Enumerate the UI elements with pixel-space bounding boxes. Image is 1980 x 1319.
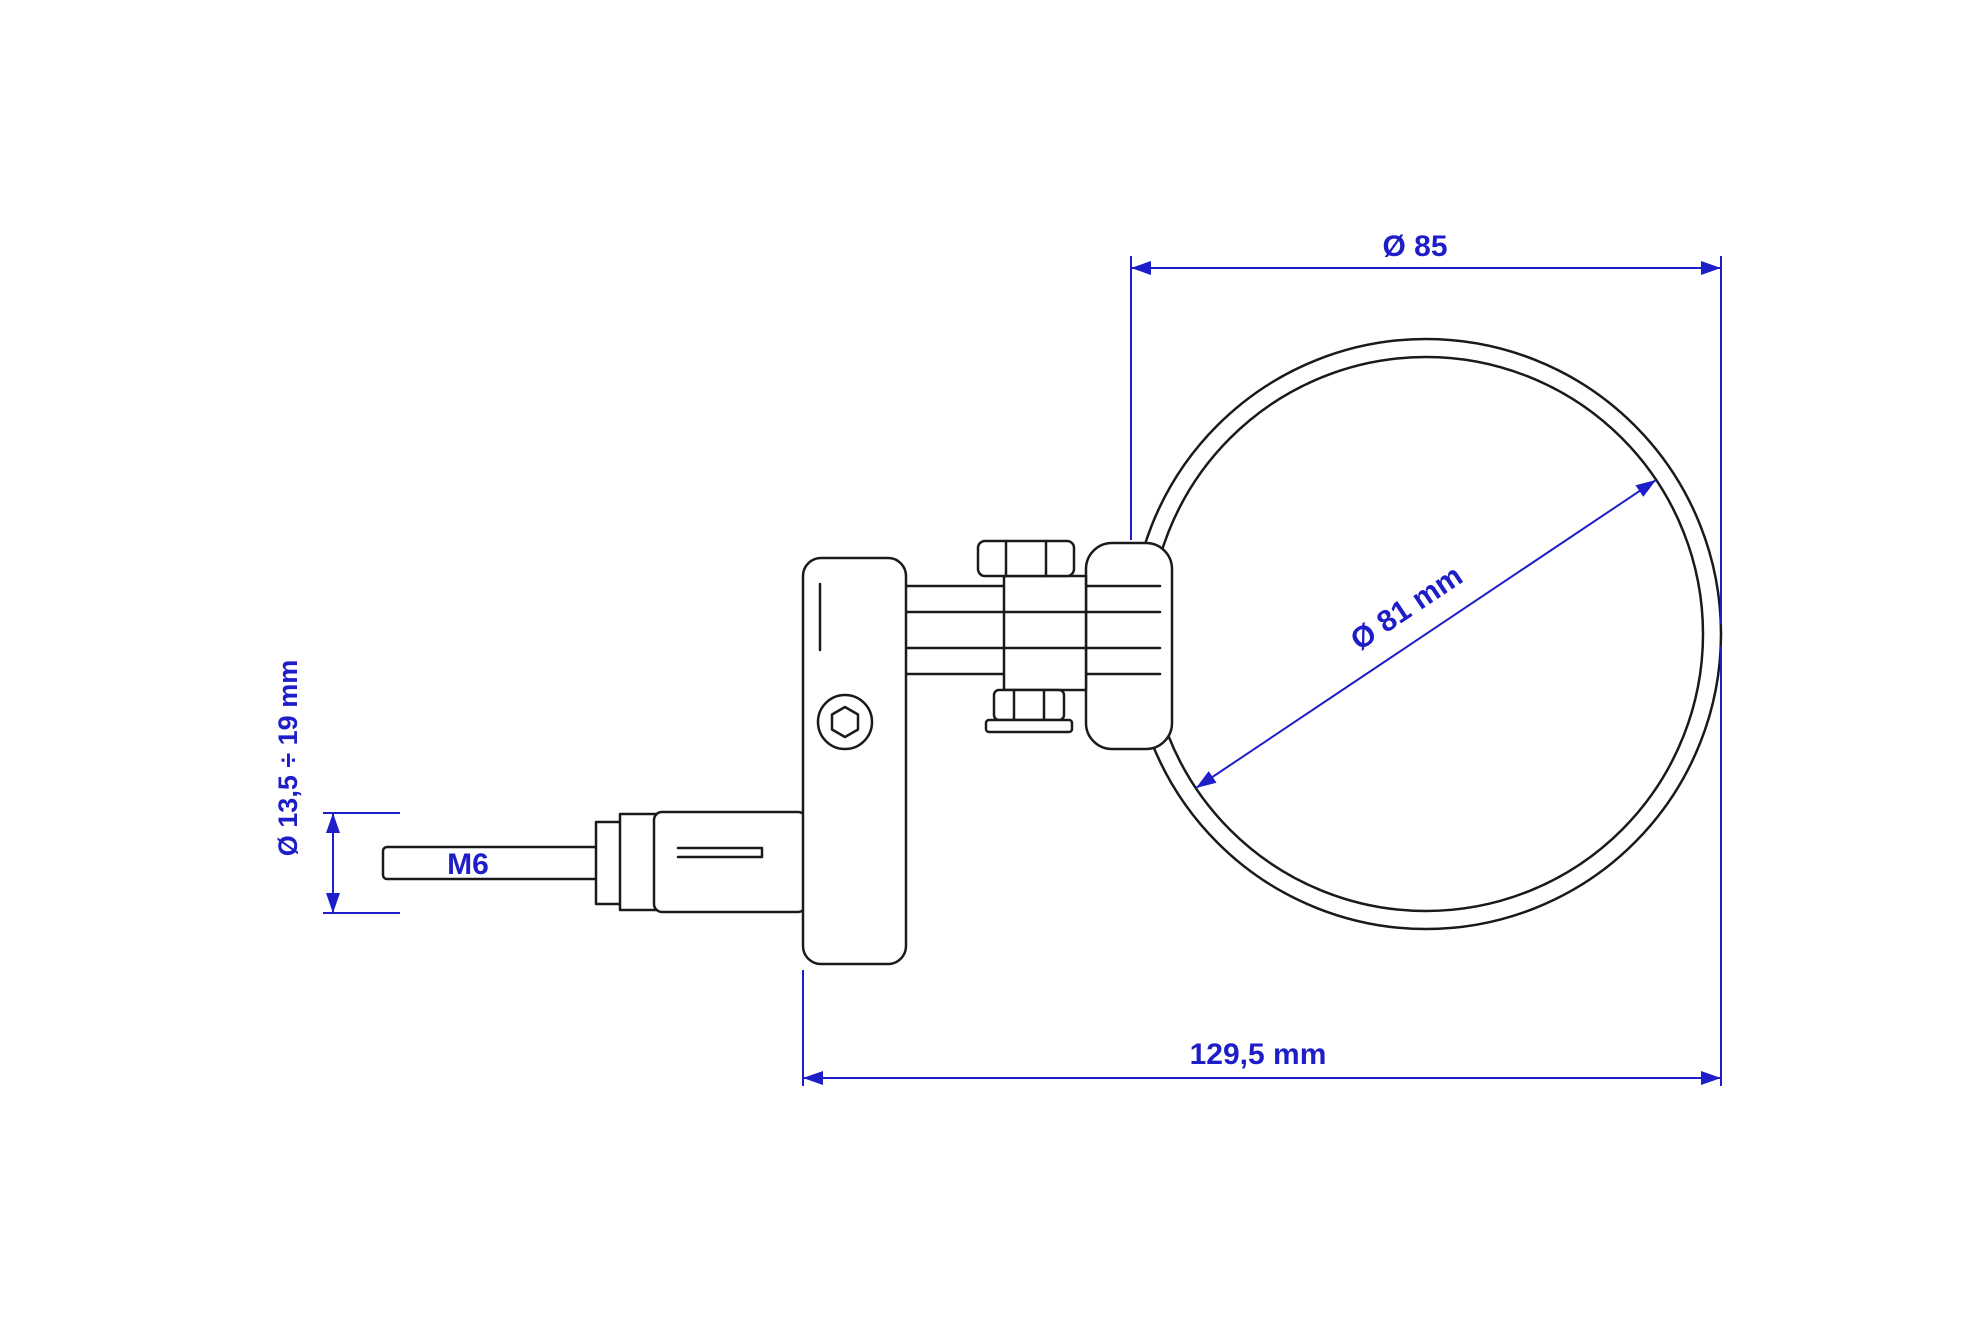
expander-flange [618, 812, 658, 912]
arrow-overall-left [803, 1071, 823, 1085]
expander-slot [676, 846, 764, 859]
hex-socket-screw [816, 693, 874, 751]
mount-body [801, 556, 908, 966]
pivot-washer [984, 718, 1074, 734]
pivot-bolt-head [976, 539, 1076, 578]
pivot-pin-lines [1002, 610, 1088, 650]
pivot-bolt-head-facets [1004, 539, 1048, 578]
label-overall-width: 129,5 mm [1190, 1038, 1327, 1071]
dimension-arrow-layer [326, 261, 1721, 1085]
dim-clamp-range-extensions [323, 812, 400, 914]
arrow-outer-dia-right [1701, 261, 1721, 275]
hex-socket-recess [830, 705, 860, 739]
arrow-clamp-range-top [326, 813, 340, 833]
arrow-mirror-dia-upper [1635, 480, 1656, 497]
arrow-overall-right [1701, 1071, 1721, 1085]
label-outer-diameter: Ø 85 [1382, 230, 1447, 263]
part-outline-layer [381, 337, 1723, 966]
threaded-rod [381, 845, 600, 881]
pivot-nut [992, 688, 1066, 722]
label-clamp-range: Ø 13,5 ÷ 19 mm [273, 660, 303, 856]
label-thread-size: M6 [447, 848, 489, 881]
arrow-mirror-dia-lower [1196, 771, 1217, 788]
dim-overall-width-extensions [802, 646, 1722, 1086]
pivot-block [1002, 574, 1088, 692]
expander-cylinder [652, 810, 808, 914]
arrow-outer-dia-left [1131, 261, 1151, 275]
dimension-line-layer [323, 256, 1722, 1086]
arrow-clamp-range-bottom [326, 893, 340, 913]
dim-outer-diameter-extensions [1130, 256, 1722, 624]
dim-mirror-diameter-line [1195, 479, 1657, 789]
pivot-nut-facets [1012, 688, 1046, 722]
clamp-jaw [1084, 541, 1174, 751]
expander-washer [594, 820, 624, 906]
